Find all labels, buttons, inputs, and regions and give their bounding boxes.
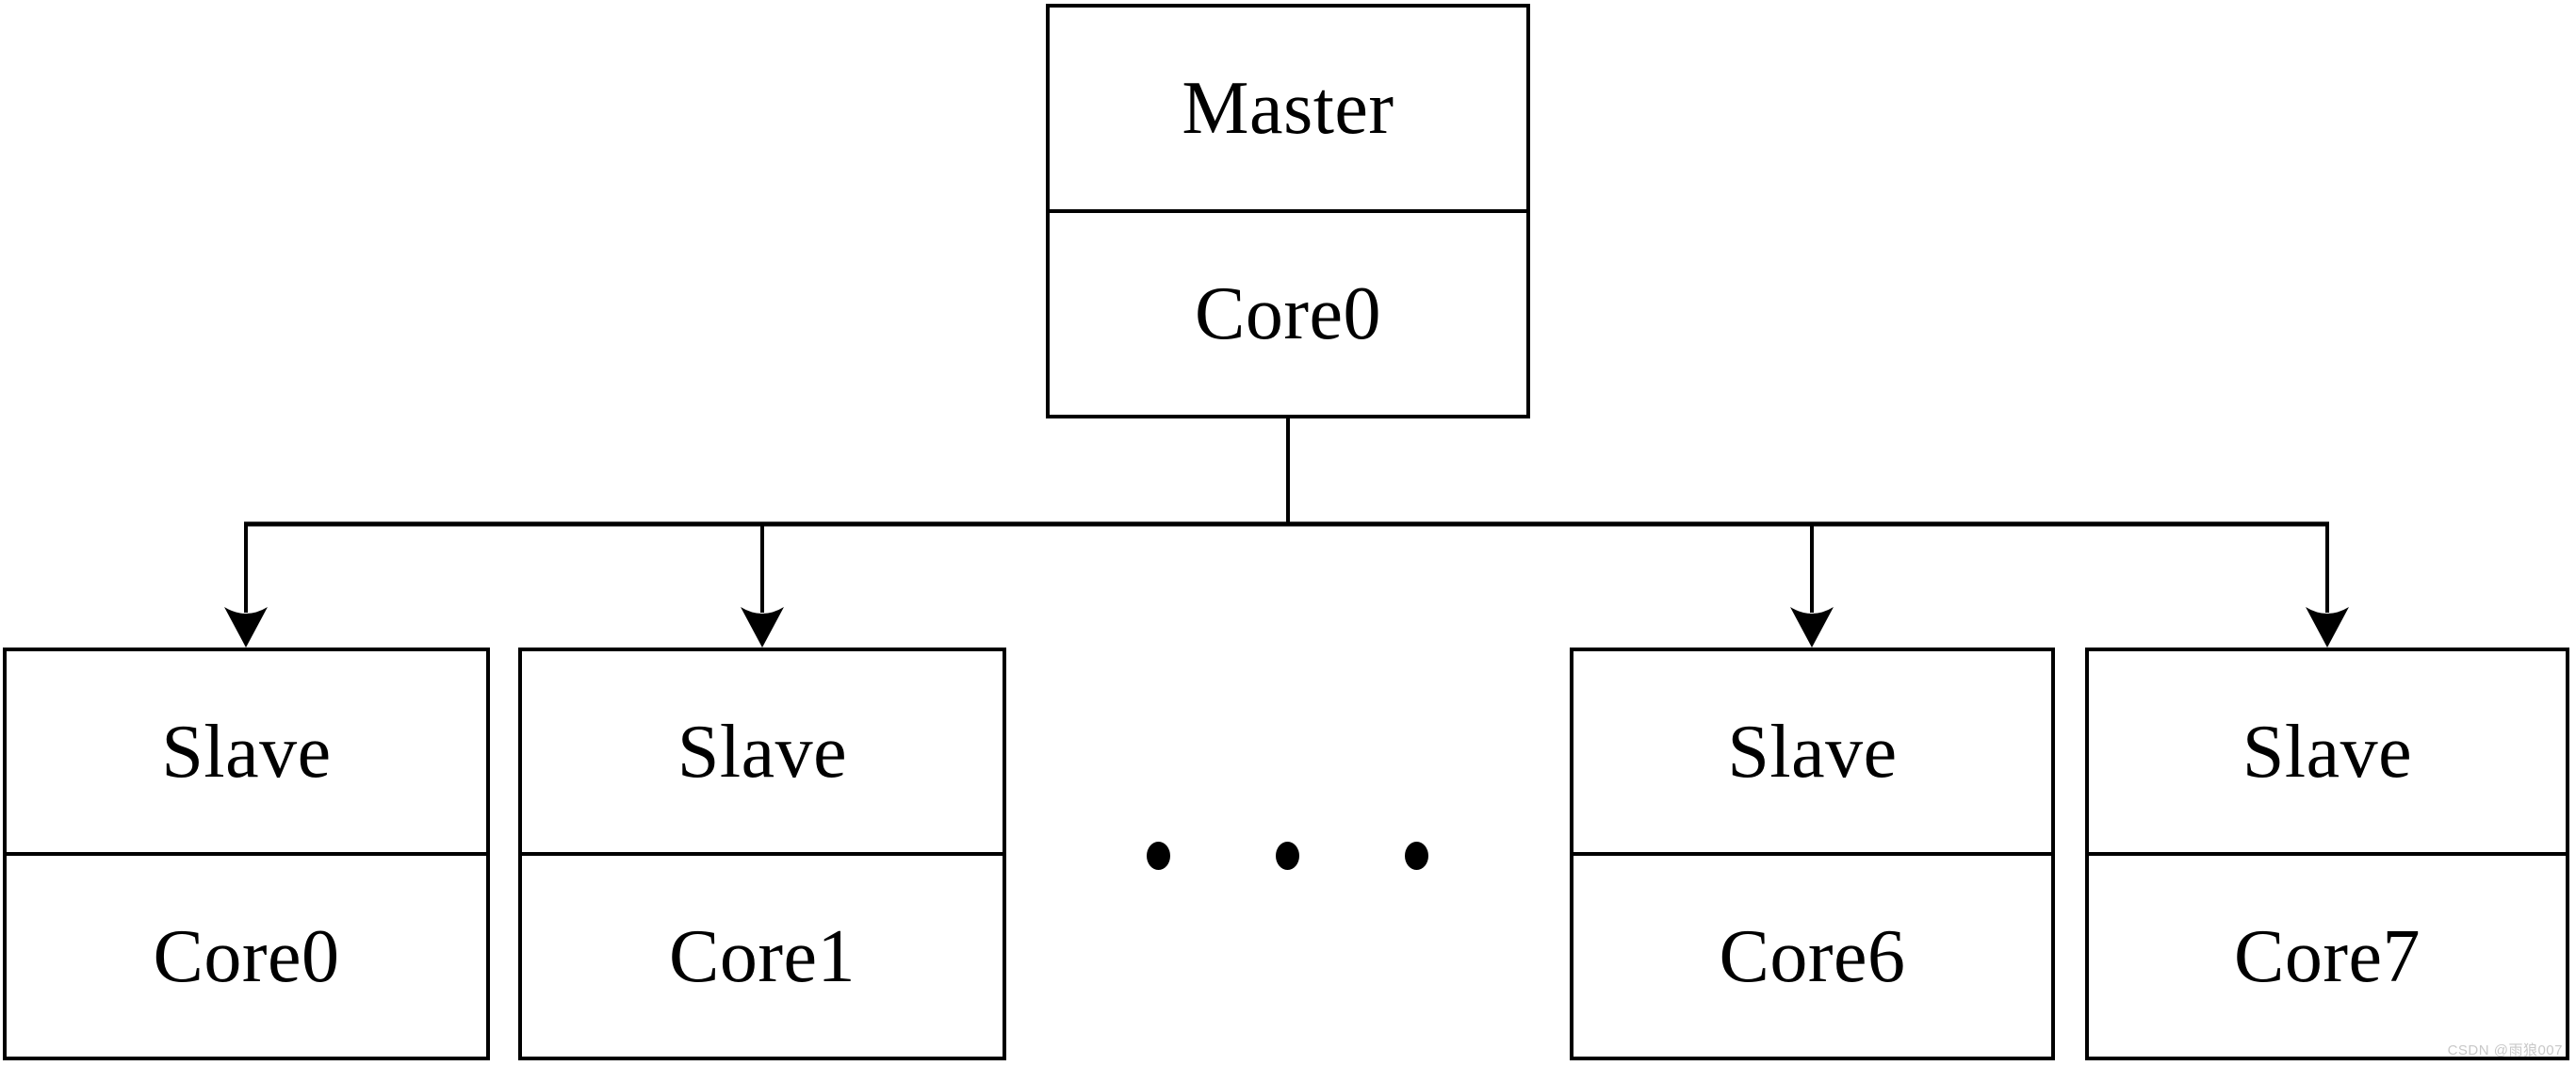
slave-node-core1: Slave Core1 [518, 648, 1006, 1060]
slave3-core-cell: Core7 [2089, 856, 2566, 1057]
arrowhead-slave3-icon [2306, 607, 2349, 648]
slave2-core-label: Core6 [1719, 914, 1906, 998]
slave1-role-label: Slave [677, 710, 848, 794]
ellipsis-dots-icon [1147, 842, 1428, 870]
master-core-cell: Core0 [1050, 213, 1526, 415]
arrowhead-slave1-icon [741, 607, 784, 648]
slave3-core-label: Core7 [2233, 914, 2421, 998]
master-node: Master Core0 [1046, 4, 1530, 418]
ellipsis-dot [1147, 842, 1170, 870]
master-core-label: Core0 [1194, 272, 1381, 355]
slave2-role-label: Slave [1727, 710, 1898, 794]
watermark: CSDN @雨狼007 [2447, 1042, 2563, 1058]
slave-node-core0: Slave Core0 [3, 648, 490, 1060]
slave0-role-label: Slave [161, 710, 332, 794]
slave0-role-cell: Slave [7, 651, 486, 856]
ellipsis-dot [1276, 842, 1299, 870]
master-role-label: Master [1182, 67, 1394, 150]
master-role-cell: Master [1050, 8, 1526, 213]
ellipsis-dot [1405, 842, 1428, 870]
slave1-role-cell: Slave [522, 651, 1003, 856]
slave-node-core7: Slave Core7 [2085, 648, 2569, 1060]
slave1-core-label: Core1 [668, 914, 856, 998]
slave2-core-cell: Core6 [1573, 856, 2051, 1057]
arrowhead-slave2-icon [1790, 607, 1834, 648]
slave3-role-label: Slave [2242, 710, 2413, 794]
slave2-role-cell: Slave [1573, 651, 2051, 856]
arrowhead-slave0-icon [224, 607, 268, 648]
slave-node-core6: Slave Core6 [1570, 648, 2055, 1060]
slave0-core-cell: Core0 [7, 856, 486, 1057]
slave3-role-cell: Slave [2089, 651, 2566, 856]
slave1-core-cell: Core1 [522, 856, 1003, 1057]
slave0-core-label: Core0 [153, 914, 340, 998]
